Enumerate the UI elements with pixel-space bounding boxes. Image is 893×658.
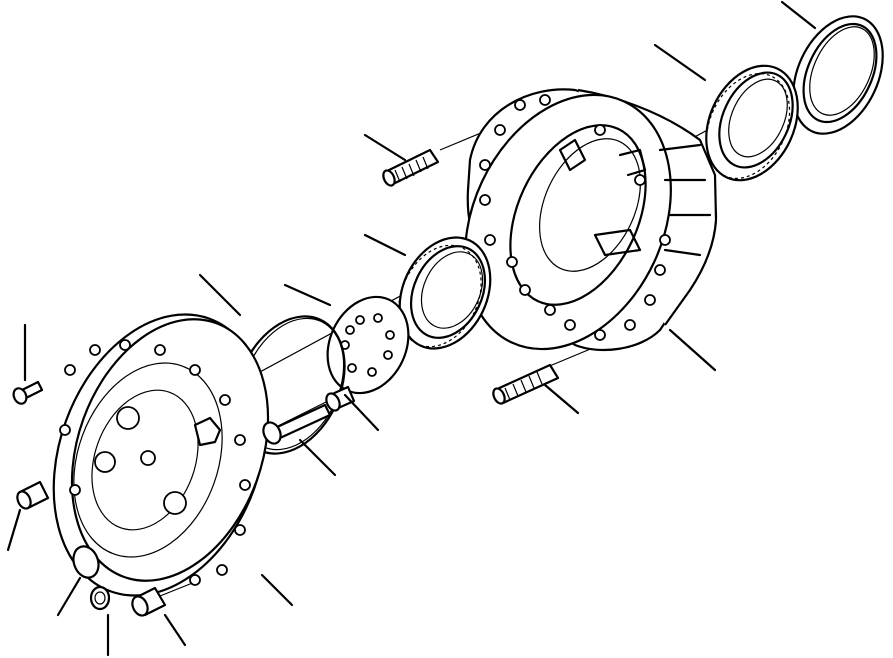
leader-lines	[6, 0, 817, 657]
bushing	[325, 385, 356, 412]
bolt	[262, 403, 332, 445]
hub-cover-plate	[52, 313, 270, 597]
outer-seal-ring	[792, 15, 884, 135]
breather-plug	[131, 586, 167, 617]
plug	[72, 545, 100, 579]
screw	[12, 380, 44, 405]
inner-bearing	[398, 236, 492, 350]
outer-bearing	[705, 64, 799, 182]
nut	[89, 585, 111, 611]
stud-lower	[492, 363, 560, 405]
dowel-pin	[16, 480, 50, 510]
wheel-hub-housing	[464, 88, 718, 352]
stud-upper	[382, 148, 440, 187]
